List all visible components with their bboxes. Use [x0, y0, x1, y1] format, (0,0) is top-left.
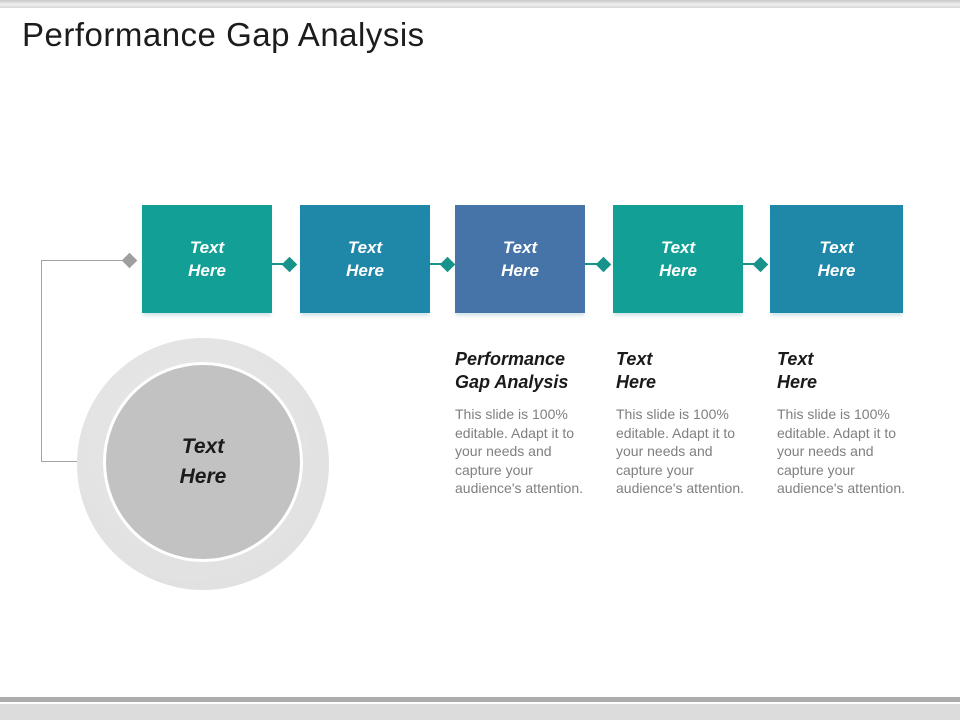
connector-diamond-3-icon — [595, 256, 612, 273]
slide-title: Performance Gap Analysis — [22, 16, 425, 53]
connector-diamond-4-icon — [752, 256, 769, 273]
connector-line-3 — [585, 263, 600, 265]
connector-diamond-1-icon — [281, 256, 298, 273]
bottom-divider-stripe — [0, 697, 960, 702]
connector-diamond-2-icon — [439, 256, 456, 273]
feedback-line-left — [41, 260, 42, 461]
feedback-line-bottom — [41, 461, 78, 462]
connector-line-4 — [742, 263, 757, 265]
feedback-line-top — [41, 260, 126, 261]
bottom-border-bar — [0, 704, 960, 720]
connector-line-1 — [272, 263, 286, 265]
top-border-bar — [0, 0, 960, 8]
connector-line-2 — [430, 263, 444, 265]
